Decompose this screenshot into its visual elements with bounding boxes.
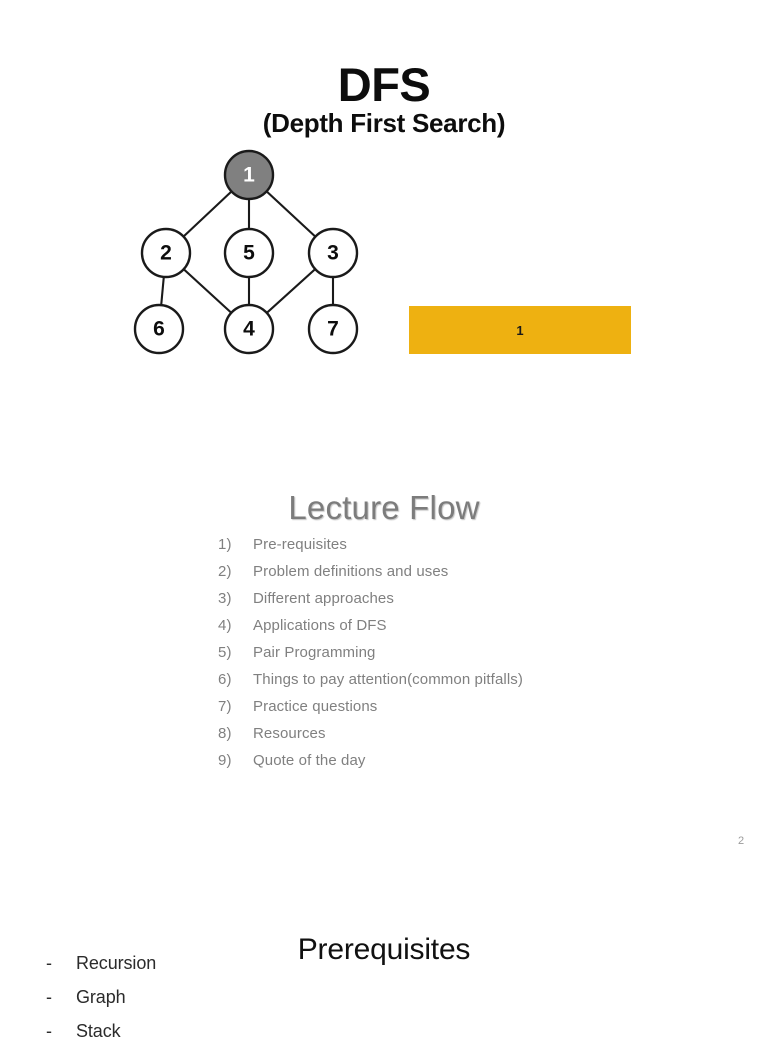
node-circle-1 [223, 149, 275, 201]
node-label-2: 2 [160, 242, 172, 265]
node-circle-5 [223, 227, 275, 279]
list-item: 4) Applications of DFS [218, 612, 523, 639]
graph-node-6[interactable]: 6 [133, 303, 185, 355]
list-item-number: 9) [218, 752, 232, 769]
dfs-graph-diagram: 1 2 5 3 6 [118, 140, 388, 370]
node-label-5: 5 [243, 242, 255, 265]
list-item-number: 1) [218, 536, 232, 553]
slide-lecture-flow: Lecture Flow 1) Pre-requisites 2) Proble… [0, 404, 768, 894]
graph-node-5[interactable]: 5 [223, 227, 275, 279]
list-item: 2) Problem definitions and uses [218, 558, 523, 585]
stack-box-label: 1 [516, 322, 524, 338]
list-item: 6) Things to pay attention(common pitfal… [218, 666, 523, 693]
node-circle-7 [307, 303, 359, 355]
list-item-number: 2) [218, 563, 232, 580]
list-item: 1) Pre-requisites [218, 531, 523, 558]
node-label-7: 7 [327, 318, 339, 341]
list-item-number: 3) [218, 590, 232, 607]
list-item-number: 8) [218, 725, 232, 742]
node-label-3: 3 [327, 242, 339, 265]
list-item: 5) Pair Programming [218, 639, 523, 666]
stack-visualization-box: 1 [409, 306, 631, 354]
list-item-label: Pair Programming [253, 644, 376, 661]
page-title: DFS [337, 58, 431, 112]
graph-node-2[interactable]: 2 [140, 227, 192, 279]
list-item: - Stack [46, 1014, 156, 1048]
graph-node-4[interactable]: 4 [223, 303, 275, 355]
slide-title-graph: DFS (Depth First Search) 1 [0, 0, 768, 404]
list-item-label: Pre-requisites [253, 536, 347, 553]
list-item-bullet: - [46, 1021, 52, 1041]
graph-node-7[interactable]: 7 [307, 303, 359, 355]
slide-prerequisites: Prerequisites - Recursion - Graph - Stac… [0, 894, 768, 1041]
list-item-label: Things to pay attention(common pitfalls) [253, 671, 523, 688]
page-number: 2 [737, 835, 745, 847]
list-item-label: Quote of the day [253, 752, 366, 769]
list-item-label: Applications of DFS [253, 617, 387, 634]
node-circle-4 [223, 303, 275, 355]
list-item: - Graph [46, 980, 156, 1014]
list-item-number: 6) [218, 671, 232, 688]
list-item-bullet: - [46, 953, 52, 973]
list-item-label: Practice questions [253, 698, 378, 715]
prerequisites-heading: Prerequisites [297, 932, 471, 966]
list-item-number: 7) [218, 698, 232, 715]
list-item: 8) Resources [218, 720, 523, 747]
list-item: 7) Practice questions [218, 693, 523, 720]
list-item-label: Different approaches [253, 590, 394, 607]
graph-nodes: 1 2 5 3 6 [133, 149, 359, 355]
list-item-label: Stack [76, 1021, 121, 1041]
prerequisites-list: - Recursion - Graph - Stack [46, 946, 156, 1048]
list-item-label: Resources [253, 725, 326, 742]
list-item-label: Recursion [76, 953, 157, 973]
node-circle-6 [133, 303, 185, 355]
graph-svg: 1 2 5 3 6 [133, 149, 359, 355]
node-label-4: 4 [243, 318, 255, 341]
list-item-number: 4) [218, 617, 232, 634]
list-item-bullet: - [46, 987, 52, 1007]
node-circle-2 [140, 227, 192, 279]
list-item: 3) Different approaches [218, 585, 523, 612]
lecture-flow-list: 1) Pre-requisites 2) Problem definitions… [218, 531, 523, 774]
list-item-number: 5) [218, 644, 232, 661]
page-subtitle: (Depth First Search) [262, 107, 506, 138]
node-circle-3 [307, 227, 359, 279]
list-item-label: Graph [76, 987, 126, 1007]
lecture-flow-heading: Lecture Flow [288, 489, 480, 527]
node-label-6: 6 [153, 318, 165, 341]
list-item: - Recursion [46, 946, 156, 980]
graph-node-3[interactable]: 3 [307, 227, 359, 279]
list-item: 9) Quote of the day [218, 747, 523, 774]
node-label-1: 1 [243, 164, 255, 187]
graph-node-1[interactable]: 1 [223, 149, 275, 201]
list-item-label: Problem definitions and uses [253, 563, 449, 580]
